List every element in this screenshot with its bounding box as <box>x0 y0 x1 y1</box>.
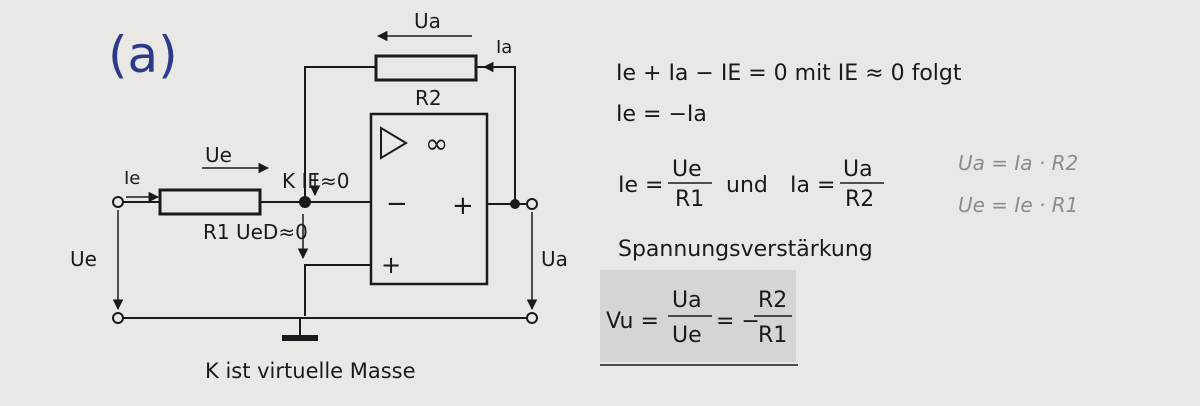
ia-label: Ia <box>496 37 512 58</box>
r2-label: R2 <box>415 86 442 110</box>
equation-line2: Ie = −Ia <box>616 102 707 127</box>
ua-top-label: Ua <box>414 9 441 33</box>
circuit-caption: K ist virtuelle Masse <box>205 359 416 383</box>
eq3-right-num: Ua <box>843 157 873 182</box>
output-terminal <box>526 198 538 210</box>
handwritten-note-1: Ua = Ia · R2 <box>958 151 1078 175</box>
ie-label: Ie <box>124 168 140 189</box>
opamp-plus-out: + <box>452 191 474 221</box>
gain-num2: R2 <box>758 288 787 313</box>
resistor-r2 <box>374 54 478 82</box>
plus-input-wire <box>304 264 371 316</box>
circuit-diagram: Ua Ia R2 Ie Ue K IE≈0 R1 UeD≈0 ∞ − + + <box>70 9 568 383</box>
opamp-body <box>369 112 489 286</box>
eq3-right-lhs: Ia = <box>790 173 835 198</box>
ue-top-label: Ue <box>205 143 232 167</box>
equation-line1: Ie + Ia − IE = 0 mit IE ≈ 0 folgt <box>616 61 962 86</box>
ua-right-label: Ua <box>541 247 568 271</box>
gain-den2: R1 <box>758 323 787 348</box>
handwritten-note-2: Ue = Ie · R1 <box>958 193 1078 217</box>
output-node <box>510 199 520 209</box>
gain-heading: Spannungsverstärkung <box>618 237 873 262</box>
eq3-right-den: R2 <box>845 187 874 212</box>
feedback-wire <box>304 66 376 202</box>
gain-num1: Ua <box>672 288 702 313</box>
equations: Ie + Ia − IE = 0 mit IE ≈ 0 folgt Ie = −… <box>600 61 962 366</box>
opamp-plus-in: + <box>381 251 401 279</box>
ground-terminal-right <box>526 312 538 324</box>
gain-eq: = − <box>716 309 760 334</box>
ground-terminal-left <box>112 312 124 324</box>
ground-symbol-icon <box>282 335 318 341</box>
node-k <box>299 196 311 208</box>
eq3-left-den: R1 <box>675 187 704 212</box>
gain-den1: Ue <box>672 323 702 348</box>
opamp-gain: ∞ <box>425 127 448 160</box>
eq3-left-lhs: Ie = <box>618 173 663 198</box>
opamp-minus: − <box>386 189 408 219</box>
eq3-left-num: Ue <box>672 157 702 182</box>
eq3-und: und <box>726 173 768 198</box>
ue-left-label: Ue <box>70 247 97 271</box>
resistor-r1 <box>158 188 262 216</box>
figure-label: (a) <box>108 26 178 84</box>
r1-ued-label: R1 UeD≈0 <box>203 220 308 244</box>
input-terminal <box>112 196 124 208</box>
opamp-triangle-icon <box>380 126 408 160</box>
gain-lhs: Vu = <box>606 309 659 334</box>
